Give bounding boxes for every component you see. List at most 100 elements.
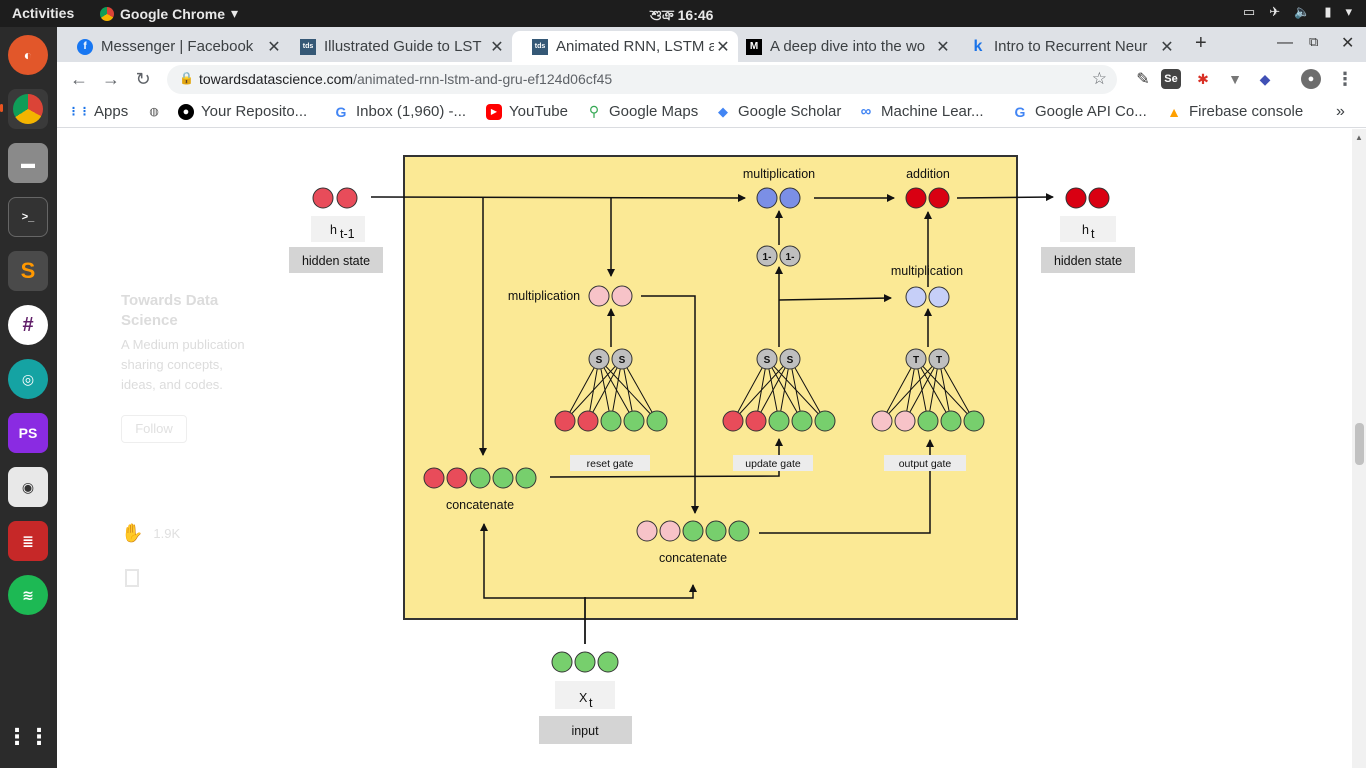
bookmark-label: Firebase console	[1189, 103, 1304, 120]
tab-deep-dive[interactable]: M A deep dive into the wo ✕	[726, 31, 958, 62]
chrome-dock-icon[interactable]	[8, 89, 48, 129]
address-bar[interactable]: 🔒 towardsdatascience.com/animated-rnn-ls…	[167, 65, 1117, 94]
clap-counter[interactable]: ✋ 1.9K	[121, 523, 180, 544]
bookmark-youtube[interactable]: ▶ YouTube	[486, 103, 568, 120]
tab-title: Messenger | Facebook	[101, 38, 254, 55]
h-prev-nodes	[312, 187, 358, 209]
new-tab-button[interactable]: +	[1195, 32, 1207, 54]
follow-button[interactable]: Follow	[121, 415, 187, 443]
bookmark-apps[interactable]: ⋮⋮ Apps	[68, 103, 128, 120]
sublime-icon[interactable]: S	[8, 251, 48, 291]
extension-blue-icon[interactable]: ◆	[1259, 70, 1271, 87]
close-icon[interactable]: ✕	[1160, 38, 1174, 56]
reload-icon[interactable]: ↻	[135, 69, 151, 89]
bookmark-label: Google API Co...	[1035, 103, 1147, 120]
restore-icon[interactable]: ⧉	[1309, 34, 1319, 49]
tab-illustrated-guide[interactable]: tds Illustrated Guide to LST ✕	[280, 31, 512, 62]
apps-grid-icon: ⋮⋮	[68, 106, 90, 118]
pen-extension-icon[interactable]: ✎	[1136, 71, 1150, 88]
facebook-icon: f	[77, 38, 93, 55]
output-gate-input-nodes	[871, 410, 985, 432]
reset-gate-input-nodes	[554, 410, 668, 432]
activities-button[interactable]: Activities	[12, 5, 75, 21]
slack-icon[interactable]: #	[8, 305, 48, 345]
gate-fan-lines	[564, 358, 975, 422]
vue-extension-icon[interactable]: ▼	[1228, 71, 1242, 87]
system-tray[interactable]: ▭ ✈ 🔈 ▮ ▾	[1243, 4, 1352, 20]
system-top-bar: Activities Google Chrome ▾ শুক্র 16:46 ▭…	[0, 0, 1366, 27]
terminal-icon[interactable]: >_	[8, 197, 48, 237]
tab-animated-rnn[interactable]: tds Animated RNN, LSTM ar ✕	[512, 31, 738, 62]
tab-title: Animated RNN, LSTM ar	[556, 38, 714, 55]
multiplication-right-label: multiplication	[891, 264, 963, 278]
tab-title: A deep dive into the wo	[770, 38, 926, 55]
show-apps-icon[interactable]: ⋮⋮	[6, 724, 50, 749]
medium-icon: M	[746, 38, 762, 55]
tab-intro-rnn[interactable]: k Intro to Recurrent Neur ✕	[950, 31, 1182, 62]
page-scrollbar[interactable]: ▲	[1352, 129, 1366, 768]
gru-cell-box	[403, 155, 1018, 620]
screen-icon: ▭	[1242, 4, 1256, 19]
spotify-icon[interactable]: ≋	[8, 575, 48, 615]
bookmark-machine-learning[interactable]: ∞ Machine Lear...	[858, 103, 984, 120]
bookmark-google-maps[interactable]: ⚲ Google Maps	[586, 103, 698, 120]
back-icon[interactable]: ←	[70, 69, 88, 89]
infinity-icon: ∞	[860, 103, 872, 120]
tanh-nodes	[905, 348, 950, 370]
hidden-state-right-label: hidden state	[1054, 254, 1122, 268]
airplane-icon: ✈	[1269, 4, 1281, 19]
tds-icon: tds	[532, 38, 548, 55]
addition-nodes	[905, 187, 950, 209]
bookmark-google-api[interactable]: G Google API Co...	[1012, 103, 1147, 120]
mult-right-nodes	[905, 286, 950, 308]
close-icon[interactable]: ✕	[936, 38, 950, 56]
app-menu[interactable]: Google Chrome ▾	[100, 5, 238, 22]
scrollbar-thumb[interactable]	[1355, 423, 1364, 465]
maps-pin-icon: ⚲	[588, 103, 600, 119]
hidden-state-left-label: hidden state	[302, 254, 370, 268]
speaker-icon[interactable]: ◉	[8, 467, 48, 507]
bookmark-repository[interactable]: ● Your Reposito...	[178, 103, 307, 120]
clock[interactable]: শুক্র 16:46	[650, 7, 714, 23]
bookmark-firebase[interactable]: ▲ Firebase console	[1166, 103, 1303, 120]
sigmoid-label: S	[619, 355, 626, 366]
x-subscript: t	[589, 696, 593, 710]
bookmarks-overflow-button[interactable]: »	[1336, 103, 1345, 120]
minimize-icon[interactable]: —	[1277, 34, 1293, 51]
close-icon[interactable]: ✕	[716, 38, 730, 56]
input-nodes	[551, 651, 619, 673]
bookmark-google-scholar[interactable]: ◆ Google Scholar	[715, 103, 841, 120]
close-icon[interactable]: ✕	[490, 38, 504, 56]
bookmark-inbox[interactable]: G Inbox (1,960) -...	[333, 103, 467, 120]
files-icon[interactable]: ▬	[8, 143, 48, 183]
close-icon[interactable]: ✕	[267, 38, 281, 56]
close-window-icon[interactable]: ✕	[1341, 35, 1355, 52]
bookmark-icon[interactable]	[125, 569, 139, 587]
avatar[interactable]: ●	[1301, 69, 1321, 89]
h-next-subscript: t	[1091, 227, 1095, 241]
sigmoid-label: S	[764, 355, 771, 366]
selenium-extension-icon[interactable]: Se	[1161, 69, 1181, 89]
document-viewer-icon[interactable]: ≣	[8, 521, 48, 561]
phpstorm-icon[interactable]: PS	[8, 413, 48, 453]
bookmark-label: Your Reposito...	[201, 103, 308, 120]
bookmark-label: Google Maps	[609, 103, 699, 120]
browser-icon[interactable]: ◐	[8, 35, 48, 75]
publication-name[interactable]: Towards Data Science	[121, 292, 219, 329]
camera-icon[interactable]: ◎	[8, 359, 48, 399]
bookmark-globe[interactable]: ◍	[146, 103, 162, 119]
h-prev-symbol: h	[330, 223, 337, 237]
bookmark-star-icon[interactable]: ☆	[1091, 69, 1107, 88]
sigmoid-label: S	[787, 355, 794, 366]
browser-toolbar: ← → ↻ 🔒 towardsdatascience.com/animated-…	[57, 62, 1366, 97]
multiplication-reset-label: multiplication	[508, 289, 580, 303]
mult-reset-nodes	[588, 285, 633, 307]
battery-icon: ▮	[1324, 4, 1332, 19]
extension-red-icon[interactable]: ✱	[1197, 70, 1209, 87]
forward-icon[interactable]: →	[102, 69, 120, 89]
input-label: X t input	[539, 681, 632, 744]
tanh-label: T	[936, 355, 942, 366]
menu-kebab-icon[interactable]: ⋮	[1336, 68, 1354, 89]
tab-messenger[interactable]: f Messenger | Facebook ✕	[57, 31, 289, 62]
scroll-up-icon[interactable]: ▲	[1355, 133, 1363, 142]
